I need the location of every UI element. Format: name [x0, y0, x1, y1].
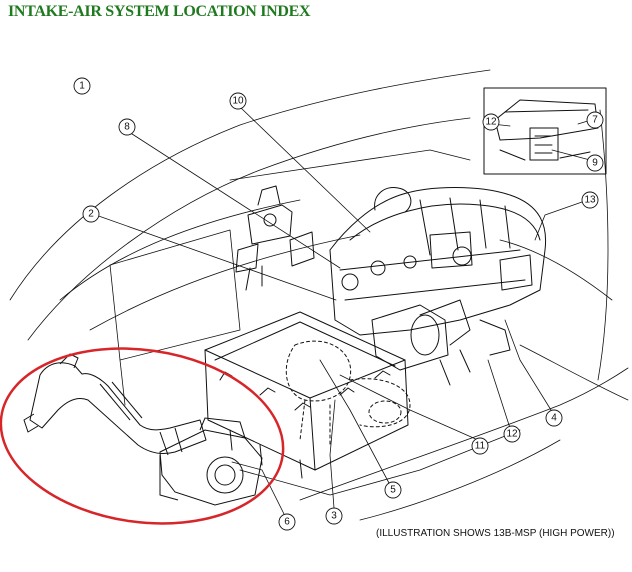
callout-10: 10 [232, 96, 244, 107]
callout-4: 4 [551, 413, 557, 424]
bracket-assembly [235, 185, 315, 291]
callout-3: 3 [331, 511, 337, 522]
throttle-body [371, 299, 511, 386]
callout-9: 9 [592, 158, 598, 169]
callout-markers [73, 77, 604, 531]
callout-7: 7 [592, 115, 598, 126]
intake-duct [23, 353, 207, 456]
leader-lines [92, 107, 592, 517]
callout-13: 13 [584, 195, 596, 206]
page-title: INTAKE-AIR SYSTEM LOCATION INDEX [8, 3, 311, 20]
callout-8: 8 [124, 122, 130, 133]
engine-bay-outline [9, 69, 629, 521]
detail-inset [483, 87, 607, 175]
callout-5: 5 [390, 485, 396, 496]
callout-6: 6 [284, 517, 290, 528]
callout-11: 11 [475, 441, 486, 452]
highlight-ellipse [0, 347, 285, 525]
air-flow-meter [159, 417, 263, 506]
air-cleaner-box [204, 311, 409, 479]
intake-manifold [329, 186, 547, 336]
resonator-hidden [285, 340, 411, 446]
callout-12-inset: 12 [485, 117, 497, 128]
callout-2: 2 [88, 209, 94, 220]
callout-12: 12 [506, 429, 518, 440]
illustration-note: (ILLUSTRATION SHOWS 13B-MSP (HIGH POWER)… [376, 528, 615, 539]
callout-1: 1 [79, 81, 85, 92]
